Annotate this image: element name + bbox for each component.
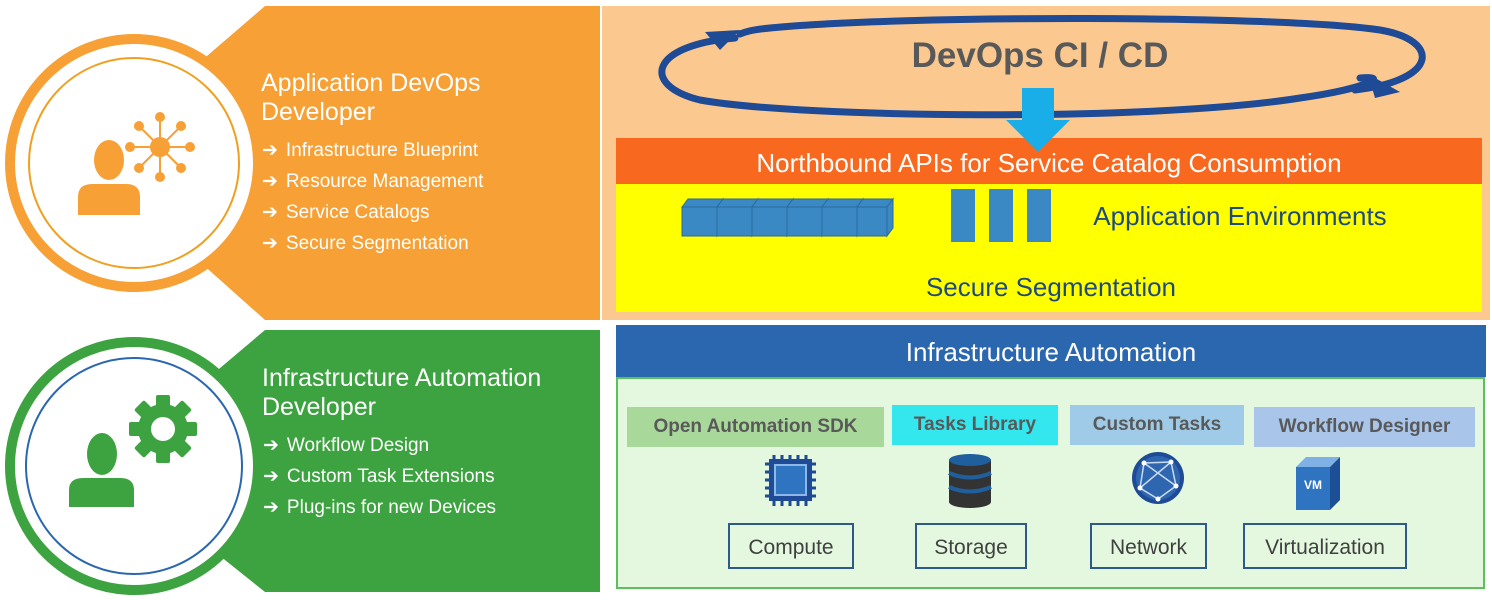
cpu-chip-icon [765, 455, 816, 506]
list-item: Custom Task Extensions [263, 461, 496, 492]
chip-tasks-library [892, 405, 1058, 445]
infra-developer-title-line1: Infrastructure Automation [262, 364, 542, 392]
network-globe-icon [1132, 452, 1184, 504]
down-arrow-icon [1006, 88, 1070, 152]
cicd-loop-icon [658, 14, 1426, 119]
infra-automation-header [616, 325, 1486, 377]
resource-compute: Compute [728, 523, 854, 569]
cicd-label: DevOps CI / CD [911, 36, 1169, 75]
app-developer-title: Application DevOps Developer [261, 69, 481, 127]
database-icon [948, 454, 992, 508]
infra-developer-list: Workflow Design Custom Task Extensions P… [263, 430, 496, 523]
resource-virtualization: Virtualization [1243, 523, 1407, 569]
vm-cube-icon [1296, 457, 1340, 510]
secure-segmentation-label: Secure Segmentation [925, 272, 1177, 302]
resource-network: Network [1090, 523, 1207, 569]
bar-columns-icon [951, 189, 1051, 242]
chip-workflow-designer-label: Workflow Designer [1278, 416, 1451, 437]
api-band-label: Northbound APIs for Service Catalog Cons… [756, 148, 1342, 178]
app-developer-title-line1: Application DevOps [261, 69, 481, 97]
list-item: Service Catalogs [262, 197, 483, 228]
infra-developer-title: Infrastructure Automation Developer [262, 364, 541, 422]
chip-open-automation-sdk [627, 407, 884, 447]
chip-custom-tasks [1070, 405, 1244, 445]
infra-developer-ring [5, 337, 263, 595]
cube-row-icon [681, 197, 894, 238]
list-item: Workflow Design [263, 430, 496, 461]
app-developer-list: Infrastructure Blueprint Resource Manage… [262, 135, 484, 259]
list-item: Secure Segmentation [262, 228, 483, 259]
app-developer-ring [5, 34, 263, 292]
person-gear-icon [69, 395, 197, 507]
chip-workflow-designer [1254, 407, 1475, 447]
list-item: Resource Management [262, 166, 484, 197]
resource-storage: Storage [915, 523, 1027, 569]
person-network-icon [78, 112, 195, 215]
chip-custom-tasks-label: Custom Tasks [1092, 414, 1222, 435]
app-environments-label: Application Environments [1093, 201, 1387, 231]
vm-badge: VM [1304, 478, 1322, 492]
list-item: Plug-ins for new Devices [263, 492, 496, 523]
chip-tasks-library-label: Tasks Library [913, 414, 1037, 435]
api-band [616, 138, 1482, 184]
chip-open-automation-sdk-label: Open Automation SDK [653, 416, 858, 437]
list-item: Infrastructure Blueprint [262, 135, 483, 166]
infra-developer-title-line2: Developer [262, 393, 376, 421]
app-developer-title-line2: Developer [261, 98, 375, 126]
infra-automation-header-label: Infrastructure Automation [905, 337, 1197, 367]
